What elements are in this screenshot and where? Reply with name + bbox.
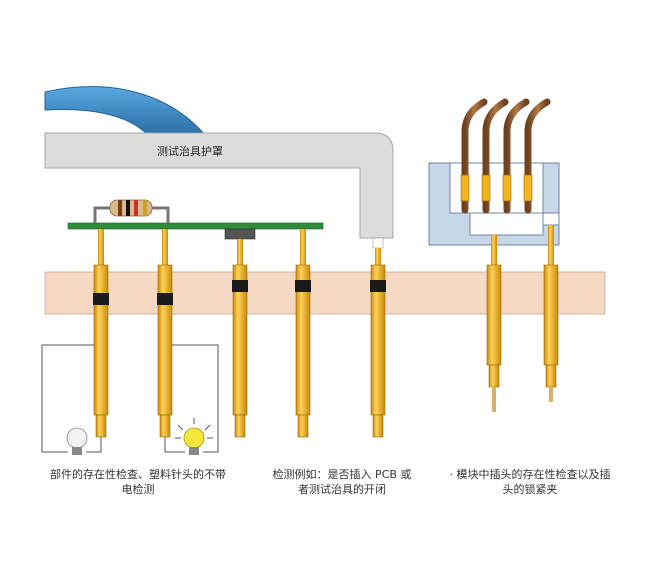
probe — [232, 239, 248, 438]
probe — [370, 237, 386, 438]
connector-pins — [460, 174, 533, 202]
light-bulb-icon — [66, 427, 88, 455]
cable — [44, 86, 207, 136]
wire — [482, 98, 509, 214]
pcb-connector — [224, 228, 256, 240]
circuit-left — [41, 344, 102, 453]
probe — [93, 229, 109, 438]
probe — [543, 225, 559, 402]
pcb — [67, 222, 324, 230]
probe — [295, 229, 311, 438]
circuit-right — [164, 344, 219, 453]
probe — [486, 235, 502, 412]
wire-bundle — [461, 98, 551, 214]
wire — [524, 98, 551, 214]
resistor-icon — [93, 199, 170, 223]
fixture-cover — [44, 132, 394, 239]
caption-left: 部件的存在性检查、塑料针头的不带 电检测 — [50, 468, 226, 496]
wire — [503, 98, 530, 214]
probe — [157, 229, 173, 438]
caption-middle: 检测例如：是否插入 PCB 或 者测试治具的开闭 — [272, 468, 412, 496]
wire — [461, 98, 488, 214]
light-bulb-lit-icon — [175, 418, 213, 455]
mounting-plate — [44, 271, 606, 315]
caption-right: · 模块中插头的存在性检查以及插 头的锁紧夹 — [449, 468, 611, 496]
connector-module — [428, 162, 560, 246]
fixture-cover-label: 测试治具护罩 — [157, 144, 223, 158]
